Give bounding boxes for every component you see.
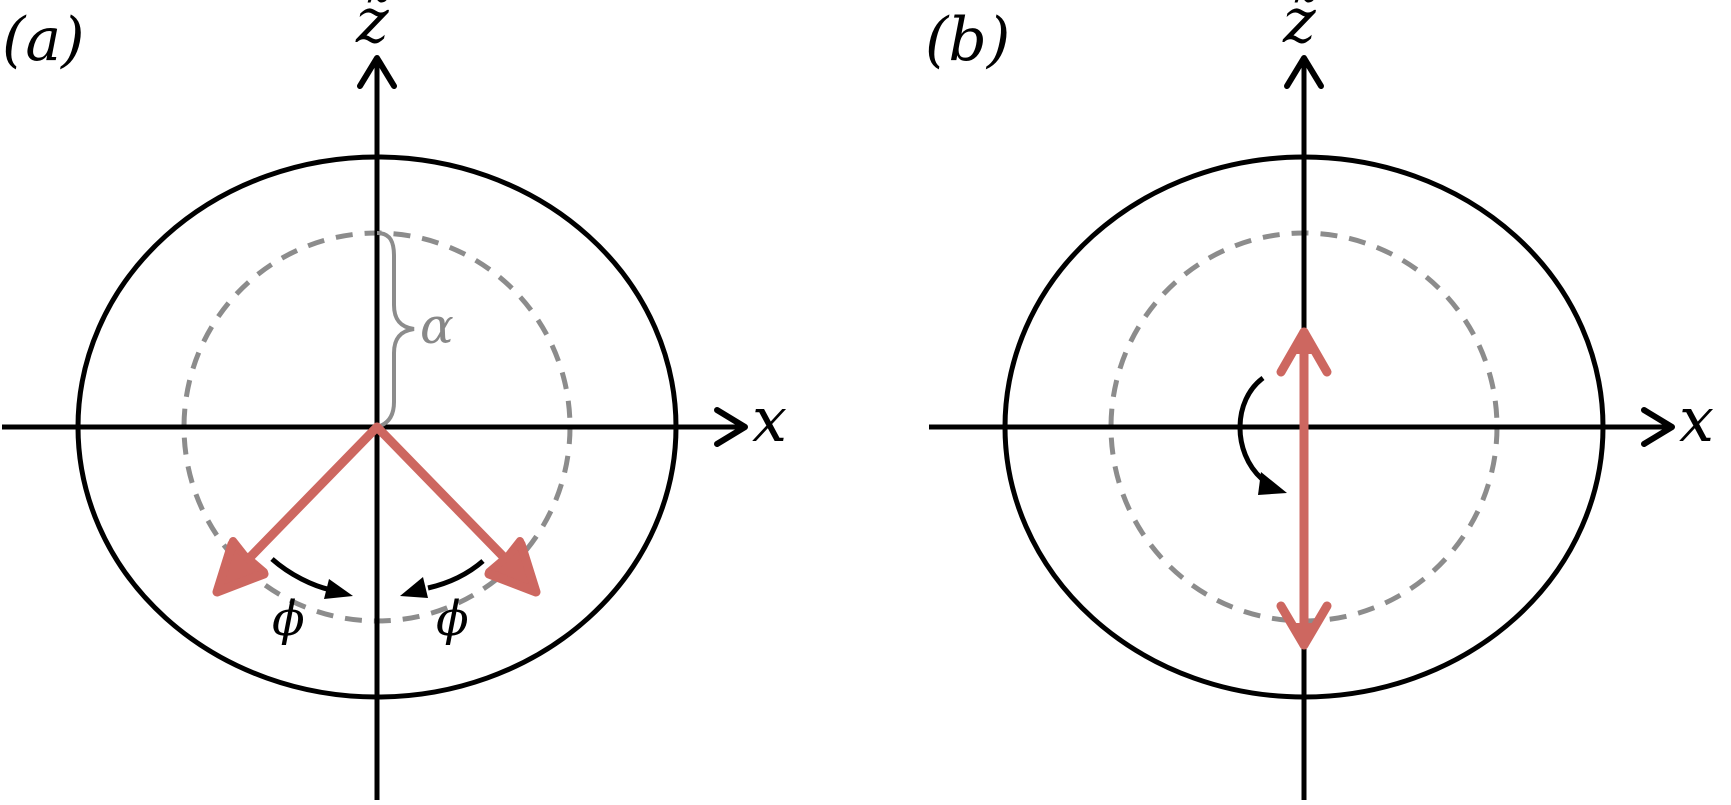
rotation-arrow-right-a	[400, 559, 485, 598]
phi-label-right: ϕ	[436, 591, 469, 647]
panel-label-b: (b)	[925, 5, 1010, 75]
x-axis-arrowhead-b	[1641, 407, 1675, 447]
z-axis-label-b: z̃	[1282, 0, 1317, 57]
vector-left-a	[212, 422, 382, 597]
z-axis-arrowhead-b	[1284, 55, 1324, 89]
vector-right-a	[372, 422, 541, 597]
alpha-label: α	[420, 297, 454, 355]
alpha-bracket	[376, 231, 415, 429]
vector-vertical-b	[1276, 327, 1332, 650]
panel-a: (a) z̃ x α ϕ ϕ	[2, 0, 787, 800]
rotation-arrow-left-a	[270, 557, 353, 599]
rotation-arrow-b	[1237, 375, 1287, 495]
phi-label-left: ϕ	[272, 591, 305, 647]
x-axis-label-a: x	[752, 383, 787, 456]
panel-label-a: (a)	[2, 5, 85, 75]
z-axis-arrowhead-a	[357, 55, 397, 89]
panel-b: (b) z̃ x	[925, 0, 1714, 800]
x-axis-arrowhead-a	[714, 407, 748, 447]
z-axis-label-a: z̃	[355, 0, 390, 57]
x-axis-label-b: x	[1679, 383, 1714, 456]
